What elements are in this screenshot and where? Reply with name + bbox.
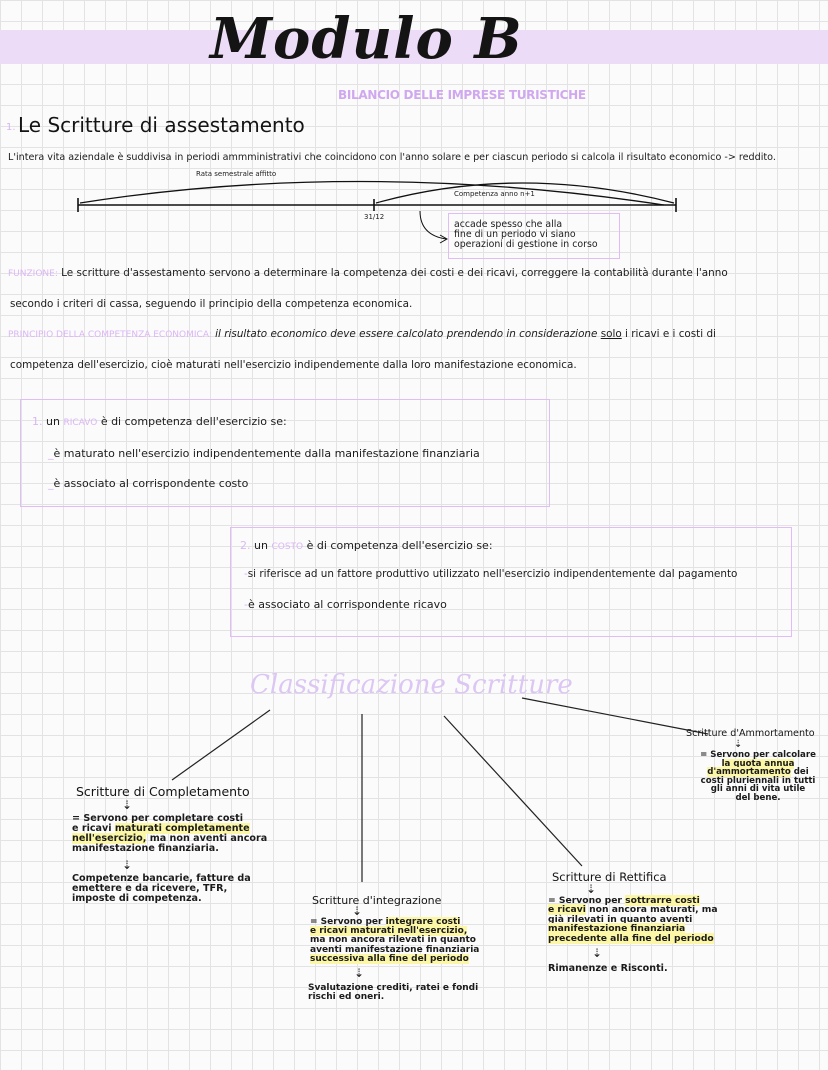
ammortamento-desc: = Servono per calcolare la quota annua d… [690,751,826,803]
timeline-note-line-2: fine di un periodo vi siano [454,229,576,240]
principio-label: PRINCIPIO DELLA COMPETENZA ECONOMICA: [8,330,212,340]
classification-connectors [171,697,709,882]
integrazione-ex-1: Svalutazione crediti, ratei e fondi [308,983,479,993]
rettifica-arrow-icon: ⇣ [586,882,597,896]
completamento-ex-1: Competenze bancarie, fatture da [72,873,251,884]
costo-box [230,527,792,637]
integrazione-desc-2: e ricavi maturati nell'esercizio, [310,926,468,937]
integrazione-desc: = Servono per integrare costi e ricavi m… [310,917,480,964]
ammortamento-desc-4: costi pluriennali in tutti [700,775,816,786]
rettifica-title: Scritture di Rettifica [552,870,667,884]
costo-post: è di competenza dell'esercizio se: [306,539,493,552]
rettifica-desc: = Servono per sottrarre costi e ricavi n… [548,895,718,944]
completamento-desc: = Servono per completare costi e ricavi … [72,814,267,854]
timeline-note: accade spesso che alla fine di un period… [454,220,598,250]
integrazione-desc-4: aventi manifestazione finanziaria [310,944,480,955]
rettifica-desc-3: già rilevati in quanto aventi [548,913,693,925]
intro-text: L'intera vita aziendale è suddivisa in p… [8,152,776,163]
completamento-arrow2-icon: ⇣ [122,858,133,872]
funzione-label: FUNZIONE: [8,269,58,279]
principio-text-1a: il risultato economico deve essere calco… [215,328,598,340]
title-highlight-band [0,30,828,64]
connector-rettifica [443,715,583,867]
funzione-line-2: secondo i criteri di cassa, seguendo il … [10,298,413,310]
completamento-ex-2: emettere e da ricevere, TFR, [72,883,228,894]
timeline-note-arrowhead [439,234,449,244]
costo-item-2: -è associato al corrispondente ricavo [244,598,447,611]
ammortamento-desc-6: del bene. [735,792,781,803]
ammortamento-desc-2: la quota annua [721,758,795,769]
completamento-desc-2: e ricavi maturati completamente [72,823,250,834]
ammortamento-desc-3: d'ammortamento dei [707,767,809,778]
completamento-examples: Competenze bancarie, fatture da emettere… [72,874,251,904]
integrazione-ex-2: rischi ed oneri. [308,992,385,1003]
ammortamento-desc-5: gli anni di vita utile [710,784,806,795]
ricavo-item-2-text: è associato al corrispondente costo [53,477,249,490]
principio-line-1: PRINCIPIO DELLA COMPETENZA ECONOMICA: il… [8,328,716,340]
ricavo-item-2: _è associato al corrispondente costo [48,477,249,490]
costo-heading: 2. un COSTO è di competenza dell'eserciz… [240,539,493,552]
timeline-left-label: Rata semestrale affitto [196,170,277,178]
ricavo-heading: 1. un RICAVO è di competenza dell'eserci… [32,415,287,428]
connector-completamento [171,709,271,781]
timeline-note-arrow [419,210,447,240]
timeline-note-line-1: accade spesso che alla [454,219,563,230]
funzione-text-1: Le scritture d'assestamento servono a de… [61,267,728,279]
principio-line-2: competenza dell'esercizio, cioè maturati… [10,359,577,371]
timeline-note-line-3: operazioni di gestione in corso [454,239,598,250]
integrazione-examples: Svalutazione crediti, ratei e fondi risc… [308,983,479,1003]
costo-item-2-text: è associato al corrispondente ricavo [247,598,447,611]
timeline-note-box [448,213,620,259]
ammortamento-desc-1: = Servono per calcolare [700,750,816,760]
costo-keyword: COSTO [271,542,304,552]
completamento-title: Scritture di Completamento [76,784,250,799]
ammortamento-arrow-icon: ⇣ [734,739,743,750]
rettifica-desc-1: = Servono per sottrarre costi [548,895,700,906]
costo-num: 2. [240,539,251,552]
ricavo-item-1: _è maturato nell'esercizio indipendentem… [48,447,480,460]
rettifica-arrow2-icon: ⇣ [592,946,603,960]
rettifica-desc-2: e ricavi non ancora maturati, ma [548,904,718,916]
timeline-center-label: 31/12 [364,213,385,221]
connector-ammortamento [521,697,709,735]
integrazione-desc-3: ma non ancora rilevati in quanto [310,935,476,946]
ricavo-post: è di competenza dell'esercizio se: [100,415,287,428]
principio-text-1b: i ricavi e i costi di [625,328,716,340]
ricavo-pre: un [46,415,60,428]
section-title: Le Scritture di assestamento [18,113,305,137]
ricavo-item-1-text: è maturato nell'esercizio indipendenteme… [53,447,480,460]
page-title: Modulo B [210,6,523,72]
timeline-arc-left [79,180,665,206]
rettifica-examples: Rimanenze e Risconti. [548,963,668,974]
completamento-arrow-icon: ⇣ [122,798,133,812]
integrazione-arrow2-icon: ⇣ [354,966,365,980]
ammortamento-title: Scritture d'Ammortamento [686,728,815,739]
section-number: 1. [6,122,16,133]
integrazione-arrow-icon: ⇣ [352,904,363,918]
completamento-desc-4: manifestazione finanziaria. [72,843,219,854]
ricavo-box [20,399,550,507]
timeline-right-label: Competenza anno n+1 [454,190,535,198]
funzione-line-1: FUNZIONE: Le scritture d'assestamento se… [8,267,728,279]
completamento-ex-3: imposte di competenza. [72,893,202,904]
costo-pre: un [254,539,268,552]
costo-item-1-text: si riferisce ad un fattore produttivo ut… [247,568,738,580]
costo-item-1: -si riferisce ad un fattore produttivo u… [244,568,738,580]
classification-title: Classificazione Scritture [250,670,573,700]
principio-solo: solo [600,328,622,340]
completamento-desc-1: = Servono per completare costi [72,813,244,824]
timeline-diagram [77,180,677,244]
integrazione-desc-5: successiva alla fine del periodo [310,953,469,964]
integrazione-title: Scritture d'integrazione [312,894,442,907]
rettifica-desc-4: manifestazione finanziaria [548,923,686,935]
completamento-desc-3: nell'esercizio, ma non aventi ancora [72,833,268,844]
integrazione-desc-1: = Servono per integrare costi [310,917,461,927]
ricavo-num: 1. [32,415,43,428]
timeline-arc-right [375,182,675,204]
ricavo-keyword: RICAVO [63,418,98,428]
rettifica-desc-5: precedente alla fine del periodo [548,932,714,944]
page-subtitle: BILANCIO DELLE IMPRESE TURISTICHE [338,88,586,102]
